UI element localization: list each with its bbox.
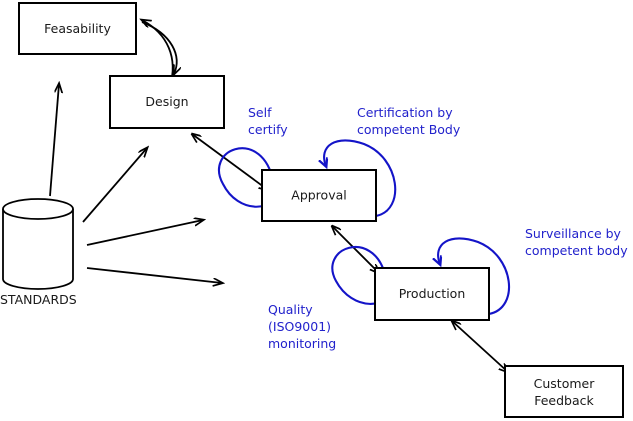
quality-line-1: Quality bbox=[268, 302, 313, 317]
certification-line-2: competent Body bbox=[357, 122, 461, 137]
customer-feedback-label-line2: Feedback bbox=[534, 393, 594, 408]
certification-line-1: Certification by bbox=[357, 105, 453, 120]
approval-label: Approval bbox=[291, 188, 346, 203]
node-design[interactable]: Design bbox=[109, 75, 225, 129]
flow-feasability-to-design bbox=[141, 21, 177, 74]
node-approval[interactable]: Approval bbox=[261, 169, 377, 222]
design-label: Design bbox=[145, 94, 188, 109]
standards-label: STANDARDS bbox=[0, 292, 77, 307]
standards-cylinder-body[interactable] bbox=[2, 209, 74, 290]
production-label: Production bbox=[399, 286, 466, 301]
annotation-surveillance-competent-body: Surveillance by competent body bbox=[525, 226, 628, 258]
flow-standards-to-design bbox=[82, 148, 147, 223]
surveillance-line-2: competent body bbox=[525, 243, 628, 258]
flow-approval-to-design bbox=[192, 134, 268, 190]
feasability-box[interactable] bbox=[18, 2, 137, 55]
customer-feedback-label-line1: Customer bbox=[534, 376, 596, 391]
quality-line-2: (ISO9001) bbox=[268, 319, 331, 334]
production-box[interactable] bbox=[374, 267, 490, 321]
datastore-standards[interactable]: STANDARDS bbox=[0, 198, 77, 307]
approval-box[interactable] bbox=[261, 169, 377, 222]
node-customer-feedback[interactable]: Customer Feedback bbox=[504, 365, 624, 418]
node-feasability[interactable]: Feasability bbox=[18, 2, 137, 55]
flow-production-to-approval bbox=[332, 226, 379, 273]
annotation-self-certify: Self certify bbox=[248, 105, 288, 137]
loop-production-surveillance bbox=[438, 237, 511, 316]
annotation-quality-monitoring: Quality (ISO9001) monitoring bbox=[268, 302, 336, 351]
standards-cylinder-top[interactable] bbox=[2, 198, 74, 220]
flow-standards-to-production bbox=[86, 267, 222, 283]
feasability-label: Feasability bbox=[44, 21, 111, 36]
surveillance-line-1: Surveillance by bbox=[525, 226, 622, 241]
self-certify-line-2: certify bbox=[248, 122, 288, 137]
loop-approval-certification bbox=[324, 139, 397, 218]
flow-standards-to-feasability bbox=[49, 84, 59, 197]
self-certify-line-1: Self bbox=[248, 105, 272, 120]
design-box[interactable] bbox=[109, 75, 225, 129]
quality-line-3: monitoring bbox=[268, 336, 336, 351]
flow-production-to-customer-feedback bbox=[452, 321, 508, 372]
node-production[interactable]: Production bbox=[374, 267, 490, 321]
customer-feedback-box[interactable] bbox=[504, 365, 624, 418]
flow-standards-to-approval bbox=[86, 220, 203, 246]
annotation-certification-competent-body: Certification by competent Body bbox=[357, 105, 461, 137]
